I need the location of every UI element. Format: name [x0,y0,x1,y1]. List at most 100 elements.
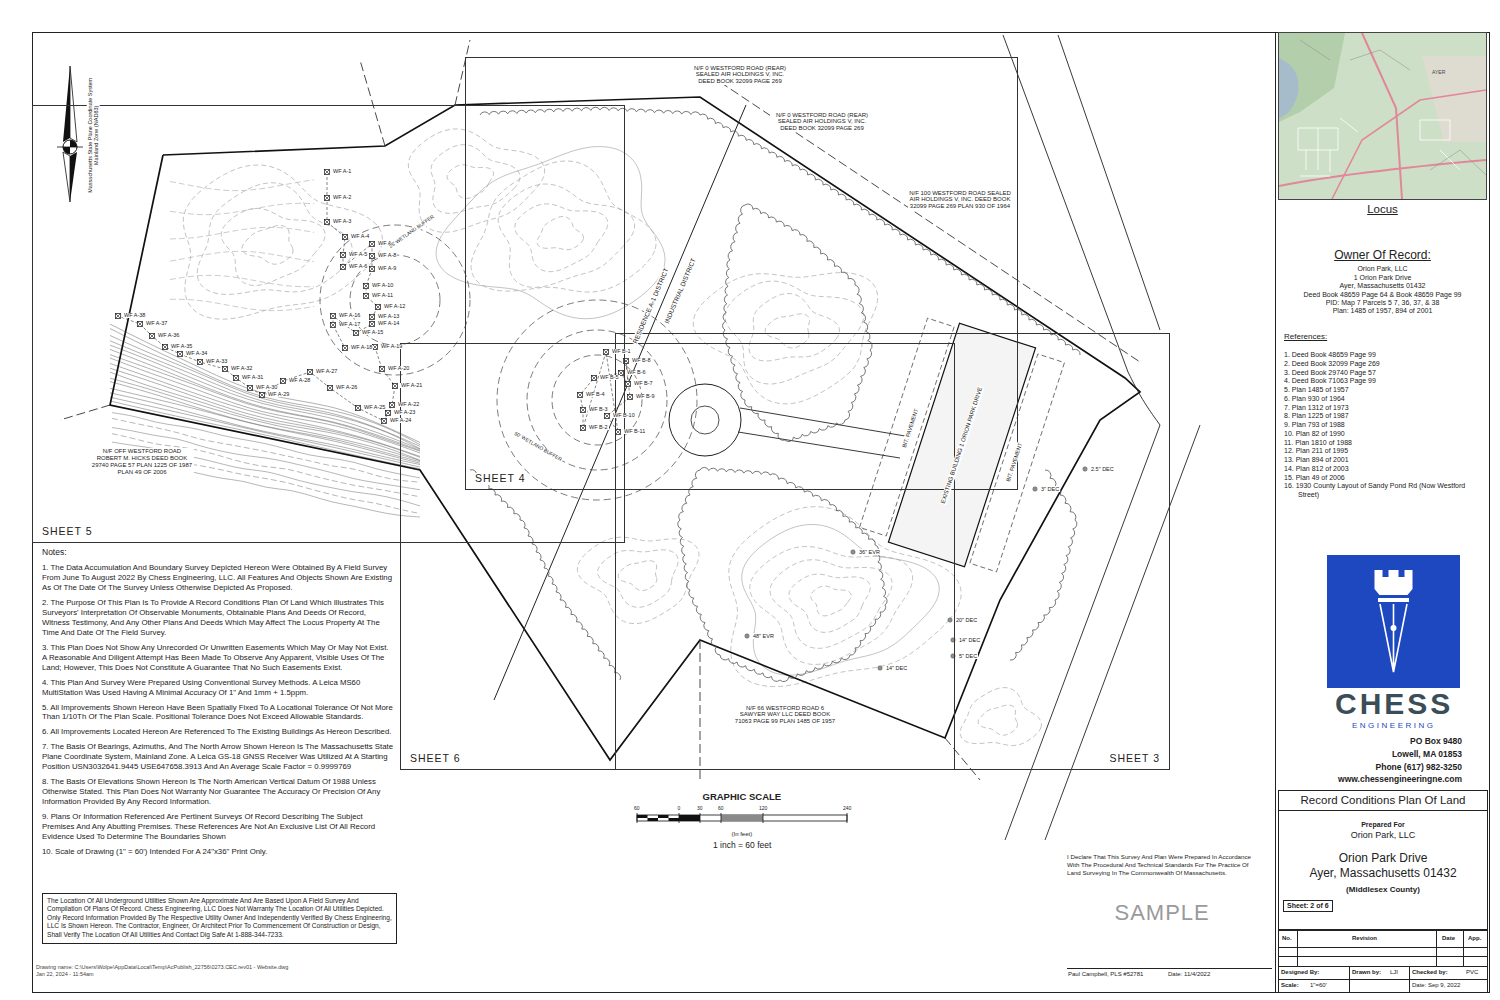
wetland-flag-marker [386,411,391,416]
wetland-flag-label: WF A-38 [123,313,146,319]
wetland-flag-marker [281,379,286,384]
logo-rook-band [1378,598,1409,602]
surveyor-certification: Paul Campbell, PLS #52781 [1068,971,1143,978]
wetland-flag-label: WF B-5 [599,375,620,381]
reference-list: 12. Plan 211 of 1995 [1284,447,1470,456]
plan-note: 8. The Basis Of Elevations Shown Hereon … [42,777,394,807]
scale-bar-frame [637,815,847,821]
contour-line [197,183,352,295]
cul-de-sac [669,384,741,456]
revision-table-cell: Scale: [1281,982,1299,989]
abutter-line [455,40,470,105]
wetland-flag-label: WF A-14 [377,321,400,327]
revision-table-cell: No. [1282,935,1292,942]
contour-line [577,537,699,623]
wetland-flag-marker [380,367,385,372]
logo-plumb [1380,604,1407,672]
wetland-flag-label: WF A-22 [397,402,420,408]
contour-line [170,227,314,239]
contour-line [221,208,325,285]
wetland-flag-label: WF A-19 [380,344,403,350]
wetland-flag-marker [380,367,385,372]
wetland-flag-marker [116,314,121,319]
plan-note-column: Notes:1. The Data Accumulation And Bound… [42,547,394,857]
north-arrow-tail [63,152,70,202]
tree-label: 14" DEC [885,665,908,671]
plan-note: 6. All Improvements Located Hereon Are R… [42,727,394,737]
wetland-flag-marker [626,382,631,387]
plan-note: 10. Scale of Drawing (1" = 60') Intended… [42,847,394,857]
reference-list: 7. Plan 1312 of 1973 [1284,404,1470,413]
wetland-flag-marker [628,395,633,400]
plan-note: Notes: [42,547,394,558]
graphic-scale-text: 30 [697,806,703,812]
title-block-text: Record Conditions Plan Of Land [1279,791,1487,811]
locus-road [1332,90,1486,199]
tree-line [470,470,621,680]
reference-list: 6. Plan 930 of 1964 [1284,395,1470,404]
abutter-label: N/F 100 WESTFORD ROAD SEALED AIR HOLDING… [908,190,1012,211]
wetland-flag-marker [393,384,398,389]
contour-line [749,294,839,361]
wetland-flag-marker [616,430,621,435]
company-logo [1327,555,1460,688]
revision-table-cell: Date [1442,935,1455,942]
title-block-text: (Middlesex County) [1279,885,1487,894]
wetland-flag-label: WF A-33 [205,359,228,365]
abutter-label: N/F 0 WESTFORD ROAD (REAR) SEALED AIR HO… [688,65,792,86]
locus-ground [1279,33,1486,199]
owner-of-record-column: Owner Of Record:Orion Park, LLC1 Orion P… [1280,248,1485,316]
company-contact: Phone (617) 982-3250 [1296,761,1462,774]
wetland-flag-marker [382,419,387,424]
wetland-flag-label: WF A-17 [338,322,361,328]
wetland-flag-label: WF B-7 [633,381,654,387]
company-contact: PO Box 9480 [1296,735,1462,748]
tree-line [723,204,873,442]
wetland-flag-marker [370,267,375,272]
contour-line [183,165,382,319]
slope-contour [110,363,420,456]
slope-contour [110,349,420,450]
abutter-line [720,82,1140,362]
sheet-label: SHEET 5 [40,526,95,538]
surveyor-certification: SAMPLE [1115,900,1210,925]
wetland-flag-label: WF A-30 [255,385,278,391]
owner-of-record: Deed Book 48659 Page 64 & Book 48659 Pag… [1280,291,1485,299]
wetland-flag-marker [234,376,239,381]
reference-list: 11. Plan 1810 of 1988 [1284,439,1470,448]
owner-of-record: 1 Orion Park Drive [1280,274,1485,282]
wetland-flag-marker [331,314,336,319]
graphic-scale-bar [637,813,847,823]
sheet-frame [33,33,1490,993]
wetland-flag-marker [578,393,583,398]
wetland-flag-marker [325,170,330,175]
wetland-flag-label: WF A-20 [387,366,410,372]
revision-table-cell: Date: Sep 9, 2022 [1412,982,1460,989]
wetland-flag-marker [325,170,330,175]
company-name: ENGINEERING [1352,722,1436,730]
wetland-flag-label: WF A-29 [267,392,290,398]
wetland-flag-marker [370,322,375,327]
title-block: Record Conditions Plan Of LandPrepared F… [1278,790,1488,930]
graphic-scale-text: 120 [759,806,767,812]
contour-line [170,203,314,214]
tree-line [480,107,1080,355]
wetland-flag-label: WF B-8 [631,358,652,364]
wetland-flag-marker [343,235,348,240]
wetland-flag-label: WF A-28 [288,378,311,384]
contour-line [618,561,657,591]
tree-label: 2.5" DEC [1090,466,1115,472]
wetland-flag-marker [592,376,597,381]
utility-notice-box: The Location Of All Underground Utilitie… [42,893,397,944]
graphic-scale-text: GRAPHIC SCALE [703,792,782,803]
wetland-flag-label: WF A-1 [332,169,352,175]
wetland-flag-marker [376,305,381,310]
wetland-flag-marker [370,315,375,320]
wetland-flag-label: WF A-18 [350,345,373,351]
logo-plumb-bob [1391,625,1397,631]
contour-line [537,216,583,249]
utility-disclaimer: The Location Of All Underground Utilitie… [47,897,392,939]
wetland-flag-marker [364,294,369,299]
buffer-label: 25' WETLAND BUFFER [387,214,436,251]
contour-line [242,225,293,264]
